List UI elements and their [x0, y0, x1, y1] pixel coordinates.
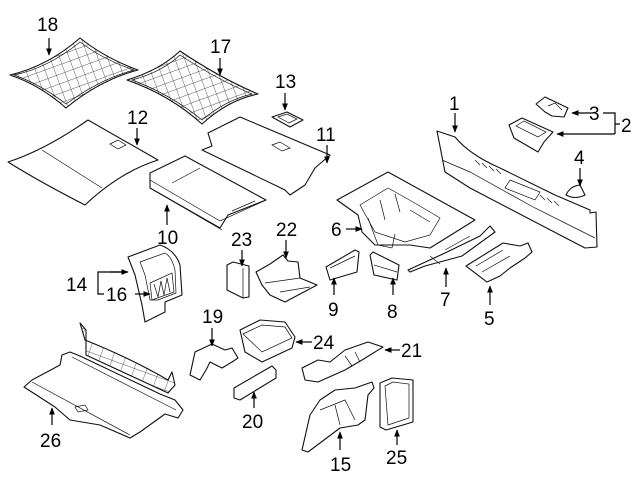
part-22-floor-cover[interactable] [255, 254, 318, 303]
callout-1[interactable]: 1 [449, 94, 460, 115]
callout-15[interactable]: 15 [330, 455, 351, 476]
callout-14[interactable]: 14 [66, 275, 88, 296]
callout-16[interactable]: 16 [106, 285, 127, 306]
part-12-cargo-mat[interactable] [7, 119, 159, 206]
callout-10[interactable]: 10 [157, 228, 178, 249]
part-9-cover-left[interactable] [325, 249, 360, 281]
part-10-storage-tray[interactable] [149, 155, 267, 231]
part-24-storage-box[interactable] [239, 319, 296, 363]
part-17-cargo-net[interactable] [126, 50, 259, 125]
callout-25[interactable]: 25 [386, 448, 407, 469]
callout-4[interactable]: 4 [574, 148, 585, 169]
callout-23[interactable]: 23 [231, 230, 252, 251]
callout-17[interactable]: 17 [210, 37, 231, 58]
part-26-cargo-cover[interactable] [23, 322, 184, 439]
callout-24[interactable]: 24 [313, 333, 335, 354]
callout-20[interactable]: 20 [242, 412, 263, 433]
part-3-clip-insert[interactable] [535, 96, 569, 118]
callout-12[interactable]: 12 [127, 108, 148, 129]
part-21-rail-trim[interactable] [301, 341, 384, 383]
callout-11[interactable]: 11 [316, 125, 336, 146]
callout-7[interactable]: 7 [440, 290, 451, 311]
part-11-cargo-floor-panel[interactable] [201, 116, 331, 196]
part-16-vent-grille[interactable] [149, 272, 175, 301]
part-5-floor-tray[interactable] [465, 242, 533, 283]
part-13-handle-insert[interactable] [271, 111, 304, 128]
part-14-side-trim[interactable] [127, 244, 183, 323]
part-19-bracket[interactable] [189, 343, 239, 381]
callout-22[interactable]: 22 [276, 220, 297, 241]
part-4-cap[interactable] [565, 184, 586, 199]
part-2-bracket[interactable] [508, 117, 554, 153]
callout-13[interactable]: 13 [275, 72, 296, 93]
callout-8[interactable]: 8 [387, 302, 398, 323]
callout-18[interactable]: 18 [37, 15, 58, 36]
part-23-cover-cap[interactable] [226, 261, 250, 299]
callout-6[interactable]: 6 [331, 220, 342, 241]
callout-5[interactable]: 5 [484, 309, 495, 330]
callout-3[interactable]: 3 [589, 104, 600, 125]
callout-26[interactable]: 26 [40, 431, 61, 452]
part-6-spare-well[interactable] [336, 171, 476, 249]
part-15-quarter-trim[interactable] [301, 381, 375, 453]
part-18-cargo-net[interactable] [9, 37, 139, 109]
leader-lines [46, 38, 620, 450]
callout-2[interactable]: 2 [621, 116, 632, 137]
part-7-floor-rail[interactable] [407, 225, 496, 273]
part-20-strap[interactable] [233, 365, 277, 401]
callout-9[interactable]: 9 [328, 300, 339, 321]
part-25-side-panel[interactable] [379, 377, 414, 431]
callout-19[interactable]: 19 [202, 307, 223, 328]
part-8-cover-right[interactable] [369, 251, 400, 281]
bracket-2-3 [603, 112, 620, 134]
callout-labels: 18 17 13 12 11 10 1 3 2 4 6 23 22 9 8 7 … [37, 15, 632, 476]
callout-21[interactable]: 21 [401, 341, 422, 362]
part-1-sill-trim[interactable] [436, 130, 598, 249]
